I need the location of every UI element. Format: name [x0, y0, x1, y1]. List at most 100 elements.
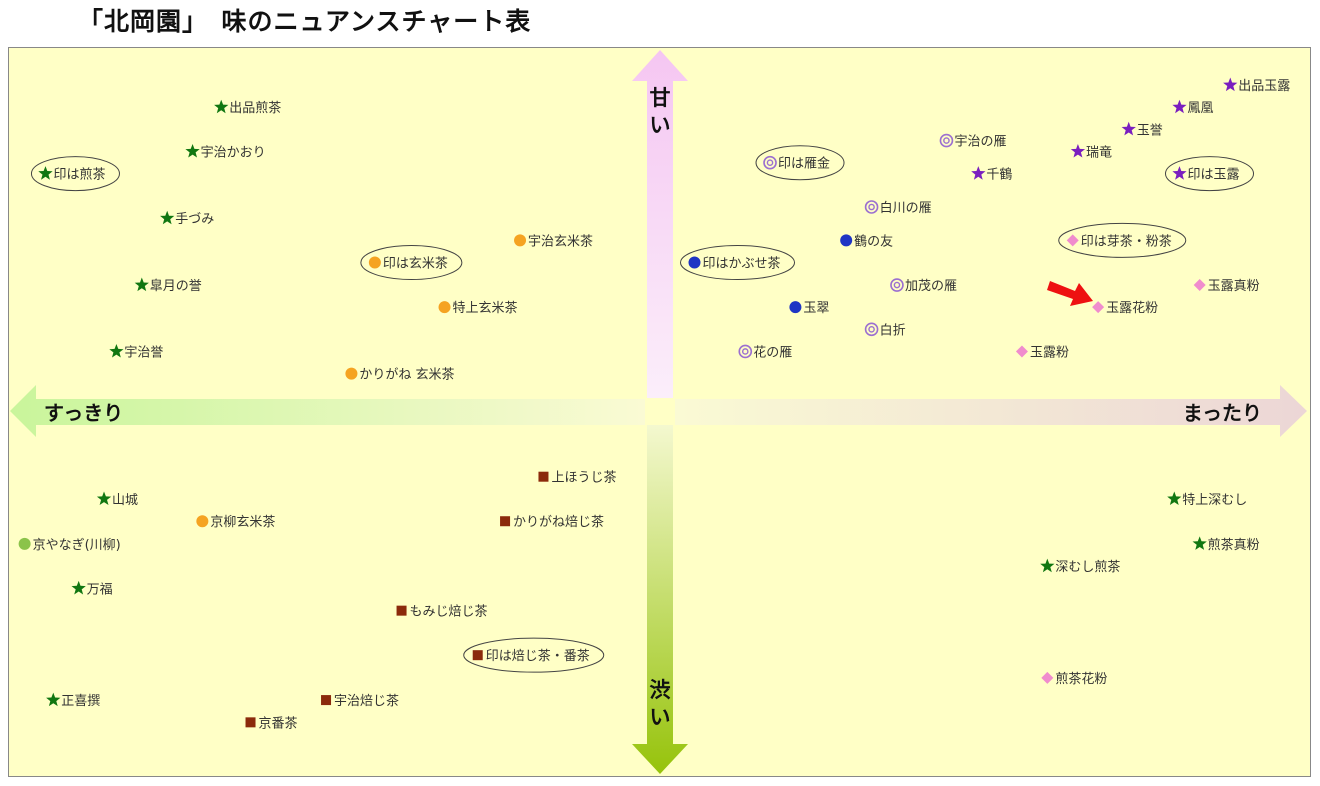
point-label: 印は雁金: [778, 156, 830, 172]
point-label: 山城: [112, 493, 138, 508]
chart-point: 印は煎茶: [30, 156, 120, 192]
point-label: 宇治焙じ茶: [334, 693, 399, 709]
axis-arrow-up: [632, 50, 688, 398]
point-marker: [96, 491, 112, 505]
point-marker: [46, 692, 61, 707]
point-label: 皐月の誉: [150, 279, 202, 294]
point-marker: [472, 650, 483, 661]
chart-point: 宇治誉: [109, 344, 163, 360]
point-label: かりがね焙じ茶: [513, 514, 604, 530]
chart-point: かりがね 玄米茶: [345, 367, 455, 383]
chart-point: 玉翠: [789, 301, 829, 316]
point-marker: [1040, 558, 1055, 573]
point-marker: [134, 277, 149, 292]
chart-point: 花の雁: [738, 344, 792, 360]
point-marker: [1193, 279, 1206, 292]
point-label: 玉露花粉: [1106, 300, 1158, 316]
chart-point: 鳳凰: [1172, 99, 1214, 116]
point-label: 煎茶花粉: [1055, 671, 1107, 687]
point-marker: [500, 516, 511, 527]
point-marker: [1192, 536, 1207, 550]
point-label: 正喜撰: [61, 694, 100, 709]
point-marker: [321, 695, 332, 706]
point-label: 宇治玄米茶: [528, 233, 593, 249]
chart-point: 出品煎茶: [214, 99, 281, 116]
chart-point: かりがね焙じ茶: [500, 514, 604, 530]
point-label: 宇治かおり: [201, 145, 266, 160]
point-label: 玉露粉: [1030, 345, 1069, 360]
point-label: 白川の雁: [880, 200, 932, 216]
point-label: もみじ焙じ茶: [410, 604, 488, 620]
axis-label-top: 甘い: [650, 86, 671, 137]
chart-point: 京やなぎ(川柳): [18, 537, 121, 553]
point-marker: [971, 166, 986, 180]
chart-point: 正喜撰: [46, 692, 100, 709]
highlight-arrow: [1047, 281, 1093, 306]
point-marker: [538, 471, 549, 482]
chart-point: 煎茶真粉: [1192, 536, 1260, 553]
emphasis-ellipse: [755, 145, 845, 181]
point-label: 千鶴: [986, 167, 1012, 183]
point-label: 京やなぎ(川柳): [33, 538, 121, 553]
point-label: 加茂の雁: [905, 279, 957, 294]
point-marker: [1066, 234, 1079, 247]
point-marker: [688, 256, 701, 269]
chart-point: 千鶴: [971, 166, 1012, 183]
page-title: 「北岡園」 味のニュアンスチャート表: [78, 7, 532, 36]
point-label: 京番茶: [259, 715, 298, 731]
point-marker: [789, 301, 802, 314]
axis-label-left: すっきり: [44, 401, 123, 425]
point-marker: [1070, 144, 1086, 158]
point-label: かりがね 玄米茶: [359, 367, 454, 383]
chart-point: 印はかぶせ茶: [680, 245, 796, 281]
point-marker: [345, 367, 358, 380]
point-marker: [185, 144, 200, 158]
chart-point: 煎茶花粉: [1041, 671, 1107, 687]
point-marker: [840, 234, 853, 247]
chart-point: 鶴の友: [840, 233, 893, 249]
axis-label-right: まったり: [1183, 401, 1262, 425]
chart-point: 深むし煎茶: [1040, 558, 1120, 575]
point-marker: [1223, 77, 1238, 92]
chart-point: 特上玄米茶: [438, 300, 518, 316]
chart-point: 京番茶: [245, 715, 298, 731]
point-marker: [939, 133, 954, 148]
axis-label-bottom: 渋い: [650, 678, 671, 729]
point-label: 玉翠: [803, 301, 829, 316]
point-label: 玉誉: [1137, 123, 1163, 138]
point-marker: [196, 515, 209, 528]
point-label: 印はかぶせ茶: [703, 256, 781, 272]
emphasis-ellipse: [1058, 222, 1187, 258]
chart-point: 宇治の雁: [939, 133, 1006, 150]
point-marker: [438, 301, 451, 314]
emphasis-ellipse: [360, 245, 463, 281]
point-label: 印は玄米茶: [383, 256, 448, 272]
point-marker: [396, 605, 407, 616]
point-marker: [738, 344, 753, 359]
emphasis-ellipse: [30, 156, 120, 192]
emphasis-ellipse: [1164, 156, 1255, 192]
chart-point: 上ほうじ茶: [538, 470, 616, 486]
chart-point: 手づみ: [160, 210, 214, 227]
emphasis-ellipse: [680, 245, 796, 281]
axis-arrow-right: [675, 385, 1307, 437]
point-marker: [1167, 491, 1182, 505]
chart-point: 京柳玄米茶: [196, 514, 275, 530]
point-label: 白折: [880, 322, 906, 338]
point-marker: [368, 256, 381, 269]
chart-point: 印は焙じ茶・番茶: [463, 637, 605, 673]
point-marker: [763, 155, 777, 170]
chart-point: 宇治玄米茶: [514, 233, 593, 249]
point-marker: [214, 99, 229, 114]
chart-point: 特上深むし: [1167, 491, 1247, 508]
chart-point: 加茂の雁: [890, 278, 957, 294]
point-label: 印は芽茶・粉茶: [1081, 233, 1172, 249]
point-marker: [864, 322, 879, 337]
point-label: 花の雁: [753, 344, 792, 360]
point-label: 深むし煎茶: [1055, 559, 1120, 575]
chart-point: 玉露真粉: [1193, 279, 1260, 294]
point-label: 出品玉露: [1238, 79, 1290, 94]
point-label: 鳳凰: [1187, 101, 1213, 116]
